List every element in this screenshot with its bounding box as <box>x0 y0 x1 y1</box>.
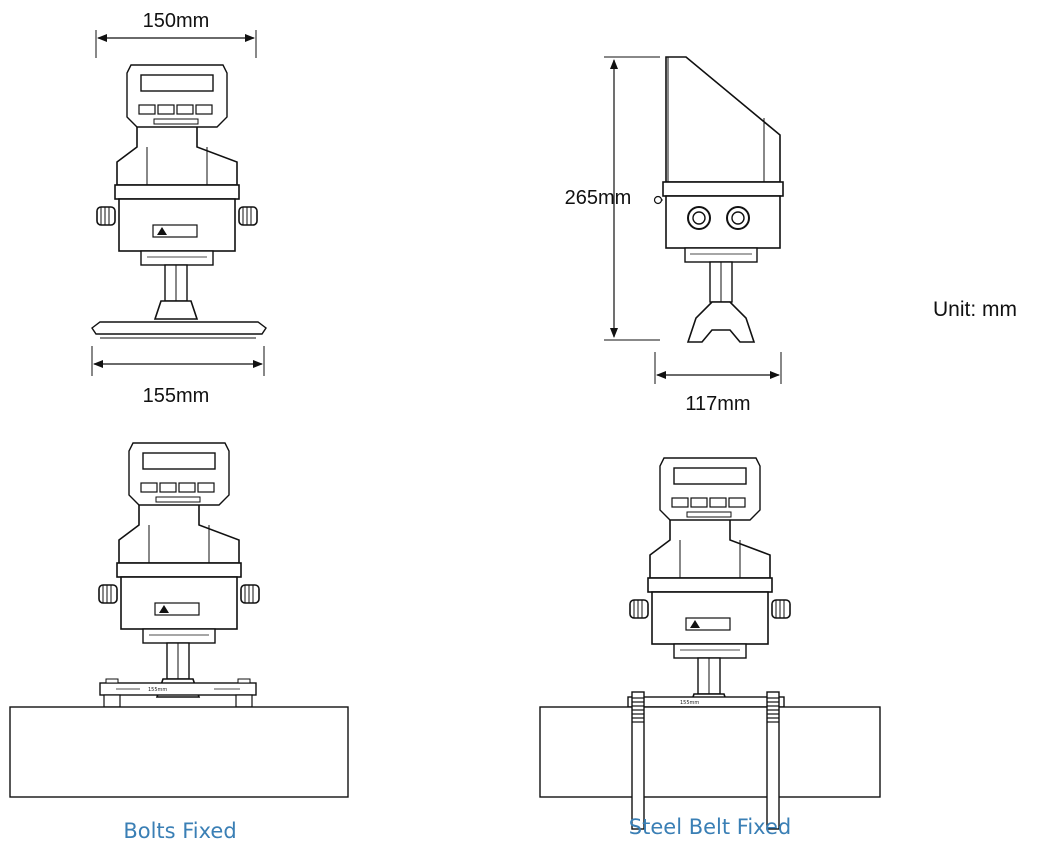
front-view: 150mm 155mm <box>91 10 267 407</box>
pipe-section <box>539 706 881 798</box>
plate-scale-label: 155mm <box>680 700 699 706</box>
caption-bolts-fixed: Bolts Fixed <box>123 819 236 841</box>
mounting-plate <box>627 696 785 708</box>
flowmeter-bolts <box>98 442 260 698</box>
steel-belt-fixed-view: 155mm <box>539 457 881 830</box>
dimension-side-base-width: 117mm <box>685 393 750 415</box>
unit-note: Unit: mm <box>933 298 1017 321</box>
bolt-left <box>103 694 121 708</box>
steel-belt-right <box>766 691 780 830</box>
bolt-right <box>235 694 253 708</box>
steel-belt-left <box>631 691 645 830</box>
pipe-section <box>9 706 349 798</box>
side-view: 265mm 117mm <box>565 56 784 415</box>
plate-scale-label: 155mm <box>148 687 167 693</box>
dimension-height: 265mm <box>565 187 632 209</box>
bolts-fixed-view: 155mm <box>9 442 349 798</box>
mounting-plate <box>99 682 257 696</box>
flowmeter-steel-belt <box>629 457 791 713</box>
caption-steel-belt-fixed: Steel Belt Fixed <box>629 815 791 839</box>
base-plate <box>91 321 267 335</box>
flowmeter-front <box>96 64 258 320</box>
dimension-base-width: 155mm <box>143 385 210 407</box>
dimension-top-width: 150mm <box>143 10 210 32</box>
